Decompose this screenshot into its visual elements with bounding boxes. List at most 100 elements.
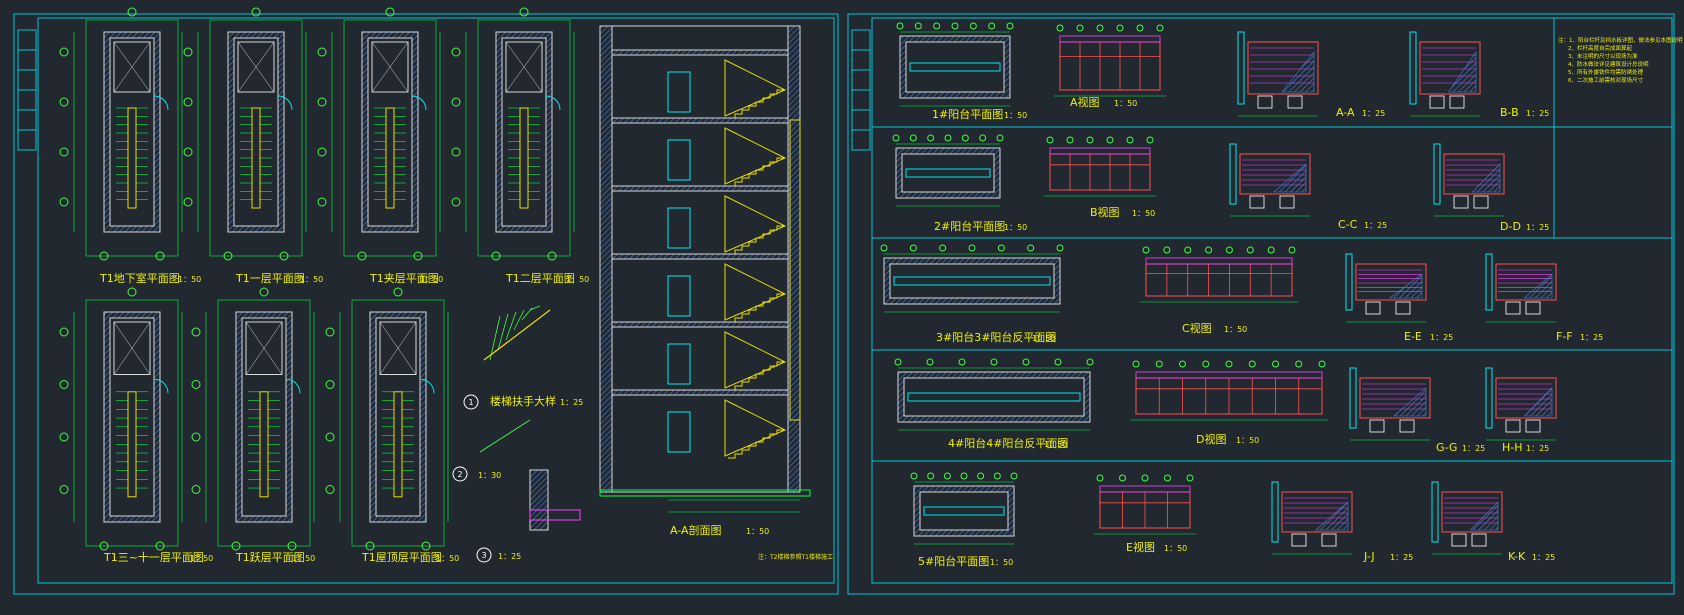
row1-elev-title: A视图 bbox=[1070, 95, 1100, 109]
axis-bubble bbox=[1022, 358, 1030, 366]
axis-bubble bbox=[127, 7, 137, 17]
plan-scale-basement: 1：50 bbox=[178, 275, 201, 284]
right-sheet-labels: 1#阳台平面图 1：50 A视图 1：50 A-A 1：25 B-B 1：25 … bbox=[918, 36, 1683, 568]
shaft-diagonal bbox=[245, 321, 283, 375]
detail-marker-3: 3 bbox=[481, 551, 486, 560]
section-detail-hatch bbox=[1281, 51, 1315, 93]
wall-inner bbox=[109, 317, 155, 517]
axis-bubble bbox=[914, 22, 922, 30]
axis-bubble bbox=[317, 197, 327, 207]
section-base bbox=[599, 489, 811, 497]
elevation-cap bbox=[1049, 147, 1151, 155]
axis-bubble bbox=[1106, 136, 1114, 144]
axis-bubble bbox=[1202, 360, 1210, 368]
axis-bubble bbox=[1186, 474, 1194, 482]
note-line-1: 注：1、阳台栏杆及挡水板详图，做法参见本图说明 bbox=[1558, 36, 1683, 44]
row3-plan-title: 3#阳台3#阳台反平面图 bbox=[936, 330, 1056, 344]
axis-bubble bbox=[1086, 358, 1094, 366]
axis-bubble bbox=[59, 485, 69, 494]
plan-title-level2: T1二层平面图 bbox=[505, 272, 575, 285]
axis-bubble bbox=[1155, 360, 1163, 368]
section-detail-box bbox=[1495, 263, 1557, 301]
general-notes: 注：1、阳台栏杆及挡水板详图，做法参见本图说明 2、栏杆高度自完成面算起 3、未… bbox=[1558, 36, 1683, 84]
axis-bubble bbox=[1156, 24, 1164, 32]
axis-bubble bbox=[939, 244, 947, 252]
axis-bubble bbox=[1146, 136, 1154, 144]
section-footing bbox=[1291, 533, 1307, 547]
row3-elev-scale: 1：50 bbox=[1224, 325, 1247, 334]
section-detail-glass bbox=[1485, 367, 1493, 429]
axis-bubble bbox=[223, 251, 233, 261]
row3-sec1-scale: 1：25 bbox=[1430, 333, 1453, 342]
section-yellow-band bbox=[789, 119, 801, 421]
row4-sec2-scale: 1：25 bbox=[1526, 444, 1549, 453]
detail-marker-circle-1 bbox=[463, 394, 479, 410]
section-detail-hatch bbox=[1447, 51, 1477, 93]
stair-flight bbox=[728, 429, 784, 459]
shaft-diagonal bbox=[113, 321, 151, 375]
door-swing bbox=[153, 378, 169, 394]
dim-frame bbox=[351, 299, 445, 547]
axis-bubble bbox=[519, 7, 529, 17]
section-detail-glass bbox=[1271, 481, 1279, 543]
axis-bubble bbox=[183, 197, 193, 207]
row4-plan-scale: 1：50 bbox=[1044, 440, 1067, 449]
axis-bubble bbox=[1142, 246, 1150, 254]
detail-marker-1: 1 bbox=[468, 398, 473, 407]
elevation-outline bbox=[1145, 263, 1293, 297]
axis-bubble bbox=[259, 287, 269, 297]
wall-inner bbox=[233, 37, 279, 227]
axis-bubble bbox=[325, 432, 335, 442]
axis-bubble bbox=[943, 472, 951, 480]
axis-bubble bbox=[1126, 136, 1134, 144]
axis-bubble bbox=[997, 244, 1005, 252]
axis-bubble bbox=[325, 327, 335, 337]
plan-scale-roof: 1：50 bbox=[436, 554, 459, 563]
section-detail-box bbox=[1359, 377, 1431, 419]
stair-run bbox=[724, 59, 787, 117]
section-detail-glass bbox=[1345, 253, 1353, 311]
axis-bubble bbox=[961, 134, 969, 142]
balcony-rail bbox=[923, 506, 1005, 516]
axis-bubble bbox=[926, 358, 934, 366]
row4-sec1-scale: 1：25 bbox=[1462, 444, 1485, 453]
axis-bubble bbox=[183, 97, 193, 107]
axis-bubble bbox=[547, 251, 557, 261]
stair-well bbox=[519, 107, 529, 209]
plan-scale-typical: 1：50 bbox=[190, 554, 213, 563]
elevation-cap bbox=[1099, 485, 1191, 493]
axis-bubble bbox=[183, 147, 193, 157]
balcony-rail bbox=[905, 168, 991, 178]
axis-bubble bbox=[59, 97, 69, 107]
axis-bubble bbox=[1066, 136, 1074, 144]
elevation-cap bbox=[1145, 257, 1293, 265]
row2-sec2-scale: 1：25 bbox=[1526, 223, 1549, 232]
elevator-shaft bbox=[505, 41, 543, 93]
row5-plan-title: 5#阳台平面图 bbox=[918, 554, 989, 568]
axis-bubble bbox=[1225, 246, 1233, 254]
axis-bubble bbox=[892, 134, 900, 142]
balcony-plan-inner bbox=[901, 153, 995, 193]
plan-title-duplex: T1跃层平面图 bbox=[235, 550, 305, 564]
note-line-3: 3、未注明的尺寸以现场为准 bbox=[1568, 52, 1638, 60]
axis-bubble bbox=[451, 197, 461, 207]
plan-title-mezzanine: T1夹层平面图 bbox=[369, 272, 439, 285]
stair-run bbox=[724, 399, 787, 457]
section-footing bbox=[1321, 533, 1337, 547]
axis-bubble bbox=[1076, 24, 1084, 32]
balcony-plan-inner bbox=[903, 377, 1085, 417]
axis-bubble bbox=[59, 147, 69, 157]
section-footing bbox=[1505, 301, 1521, 315]
right-sheet-inner-frame bbox=[871, 17, 1673, 584]
door-swing bbox=[153, 95, 169, 111]
balcony-rail bbox=[893, 276, 1051, 286]
note-line-6: 6、二次施工前需核对现场尺寸 bbox=[1568, 76, 1644, 84]
floor-slab bbox=[611, 117, 789, 124]
axis-bubble bbox=[1096, 474, 1104, 482]
section-detail-box bbox=[1281, 491, 1353, 533]
section-detail-hatch bbox=[1523, 273, 1553, 299]
handrail-baluster bbox=[489, 315, 501, 361]
floor-slab bbox=[611, 253, 789, 260]
section-wall-left bbox=[599, 25, 613, 493]
row3-sec2-title: F-F bbox=[1556, 330, 1573, 343]
